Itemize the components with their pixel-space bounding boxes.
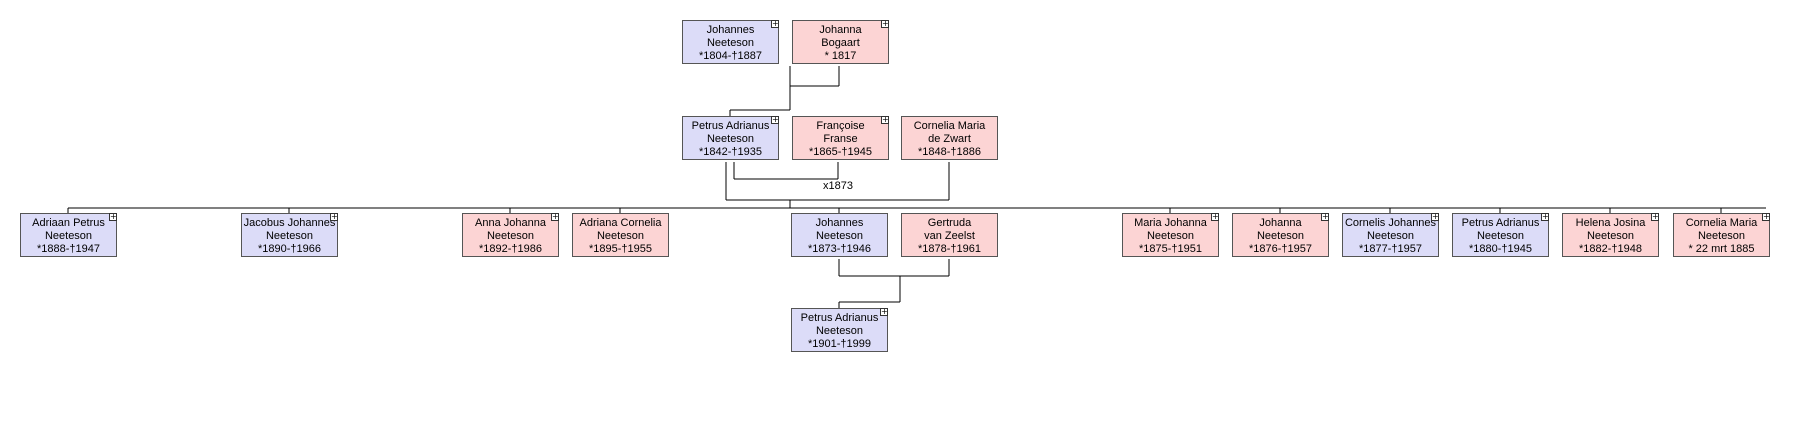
expand-icon[interactable]: + — [1211, 212, 1219, 221]
person-card[interactable]: Cornelia Maria Neeteson * 22 mrt 1885 + — [1673, 213, 1770, 257]
person-name-line: Petrus Adrianus — [1461, 217, 1540, 229]
person-name-line: de Zwart — [928, 133, 971, 145]
person-dates: *1865-†1945 — [808, 146, 872, 158]
person-name-line: Neeteson — [706, 37, 755, 49]
person-name-line: Françoise — [816, 120, 865, 132]
person-card[interactable]: Cornelia Maria de Zwart *1848-†1886 — [901, 116, 998, 160]
person-card[interactable]: Cornelis Johannes Neeteson *1877-†1957 + — [1342, 213, 1439, 257]
person-dates: * 22 mrt 1885 — [1688, 243, 1755, 255]
person-dates: *1842-†1935 — [698, 146, 762, 158]
person-name-line: Neeteson — [815, 230, 864, 242]
expand-icon[interactable]: + — [881, 19, 889, 28]
expand-icon[interactable]: + — [330, 212, 338, 221]
expand-icon[interactable]: + — [881, 115, 889, 124]
expand-icon[interactable]: + — [1321, 212, 1329, 221]
person-name-line: Neeteson — [1697, 230, 1746, 242]
expand-icon[interactable]: + — [1651, 212, 1659, 221]
person-name-line: Neeteson — [706, 133, 755, 145]
person-name-line: Johanna — [819, 24, 862, 36]
person-card[interactable]: Petrus Adrianus Neeteson *1901-†1999 + — [791, 308, 888, 352]
person-name-line: Neeteson — [1256, 230, 1305, 242]
person-dates: *1878-†1961 — [917, 243, 981, 255]
person-name-line: Cornelis Johannes — [1344, 217, 1437, 229]
person-name-line: Neeteson — [1366, 230, 1415, 242]
person-card[interactable]: Gertruda van Zeelst *1878-†1961 — [901, 213, 998, 257]
person-card[interactable]: Johannes Neeteson *1804-†1887 + — [682, 20, 779, 64]
person-name-line: Neeteson — [815, 325, 864, 337]
person-card[interactable]: Jacobus Johannes Neeteson *1890-†1966 + — [241, 213, 338, 257]
person-name-line: Petrus Adrianus — [800, 312, 879, 324]
person-name-line: Neeteson — [1586, 230, 1635, 242]
person-name-line: Neeteson — [596, 230, 645, 242]
person-dates: *1888-†1947 — [36, 243, 100, 255]
person-name-line: Cornelia Maria — [1685, 217, 1758, 229]
person-name-line: Franse — [823, 133, 858, 145]
person-card[interactable]: Adriana Cornelia Neeteson *1895-†1955 — [572, 213, 669, 257]
person-dates: *1890-†1966 — [257, 243, 321, 255]
person-card[interactable]: Johanna Neeteson *1876-†1957 + — [1232, 213, 1329, 257]
expand-icon[interactable]: + — [1541, 212, 1549, 221]
person-name-line: Neeteson — [1476, 230, 1525, 242]
person-name-line: Maria Johanna — [1134, 217, 1207, 229]
expand-icon[interactable]: + — [880, 307, 888, 316]
person-card[interactable]: Adriaan Petrus Neeteson *1888-†1947 + — [20, 213, 117, 257]
person-card[interactable]: Anna Johanna Neeteson *1892-†1986 + — [462, 213, 559, 257]
expand-icon[interactable]: + — [1431, 212, 1439, 221]
person-card[interactable]: Petrus Adrianus Neeteson *1842-†1935 + — [682, 116, 779, 160]
person-name-line: Adriaan Petrus — [32, 217, 105, 229]
person-name-line: Johannes — [706, 24, 755, 36]
person-dates: *1804-†1887 — [698, 50, 762, 62]
expand-icon[interactable]: + — [1762, 212, 1770, 221]
person-card[interactable]: Helena Josina Neeteson *1882-†1948 + — [1562, 213, 1659, 257]
person-name-line: Cornelia Maria — [913, 120, 986, 132]
person-dates: *1901-†1999 — [807, 338, 871, 350]
person-dates: *1877-†1957 — [1358, 243, 1422, 255]
person-name-line: Jacobus Johannes — [243, 217, 336, 229]
person-dates: * 1817 — [824, 50, 857, 62]
person-dates: *1848-†1886 — [917, 146, 981, 158]
person-dates: *1895-†1955 — [588, 243, 652, 255]
person-dates: *1876-†1957 — [1248, 243, 1312, 255]
person-card[interactable]: Françoise Franse *1865-†1945 + — [792, 116, 889, 160]
person-name-line: van Zeelst — [924, 230, 975, 242]
person-name-line: Adriana Cornelia — [579, 217, 662, 229]
person-name-line: Anna Johanna — [475, 217, 546, 229]
expand-icon[interactable]: + — [109, 212, 117, 221]
expand-icon[interactable]: + — [551, 212, 559, 221]
person-card[interactable]: Petrus Adrianus Neeteson *1880-†1945 + — [1452, 213, 1549, 257]
person-dates: *1875-†1951 — [1138, 243, 1202, 255]
person-name-line: Helena Josina — [1575, 217, 1646, 229]
expand-icon[interactable]: + — [771, 19, 779, 28]
person-name-line: Neeteson — [486, 230, 535, 242]
marriage-label: x1873 — [823, 180, 853, 192]
expand-icon[interactable]: + — [771, 115, 779, 124]
person-card[interactable]: Maria Johanna Neeteson *1875-†1951 + — [1122, 213, 1219, 257]
person-name-line: Gertruda — [927, 217, 972, 229]
person-dates: *1892-†1986 — [478, 243, 542, 255]
person-dates: *1873-†1946 — [807, 243, 871, 255]
person-dates: *1882-†1948 — [1578, 243, 1642, 255]
person-name-line: Bogaart — [821, 37, 860, 49]
person-dates: *1880-†1945 — [1468, 243, 1532, 255]
person-name-line: Neeteson — [44, 230, 93, 242]
person-name-line: Neeteson — [265, 230, 314, 242]
person-card[interactable]: Johanna Bogaart * 1817 + — [792, 20, 889, 64]
person-name-line: Neeteson — [1146, 230, 1195, 242]
person-name-line: Johanna — [1259, 217, 1302, 229]
person-name-line: Petrus Adrianus — [691, 120, 770, 132]
person-name-line: Johannes — [815, 217, 864, 229]
person-card[interactable]: Johannes Neeteson *1873-†1946 — [791, 213, 888, 257]
